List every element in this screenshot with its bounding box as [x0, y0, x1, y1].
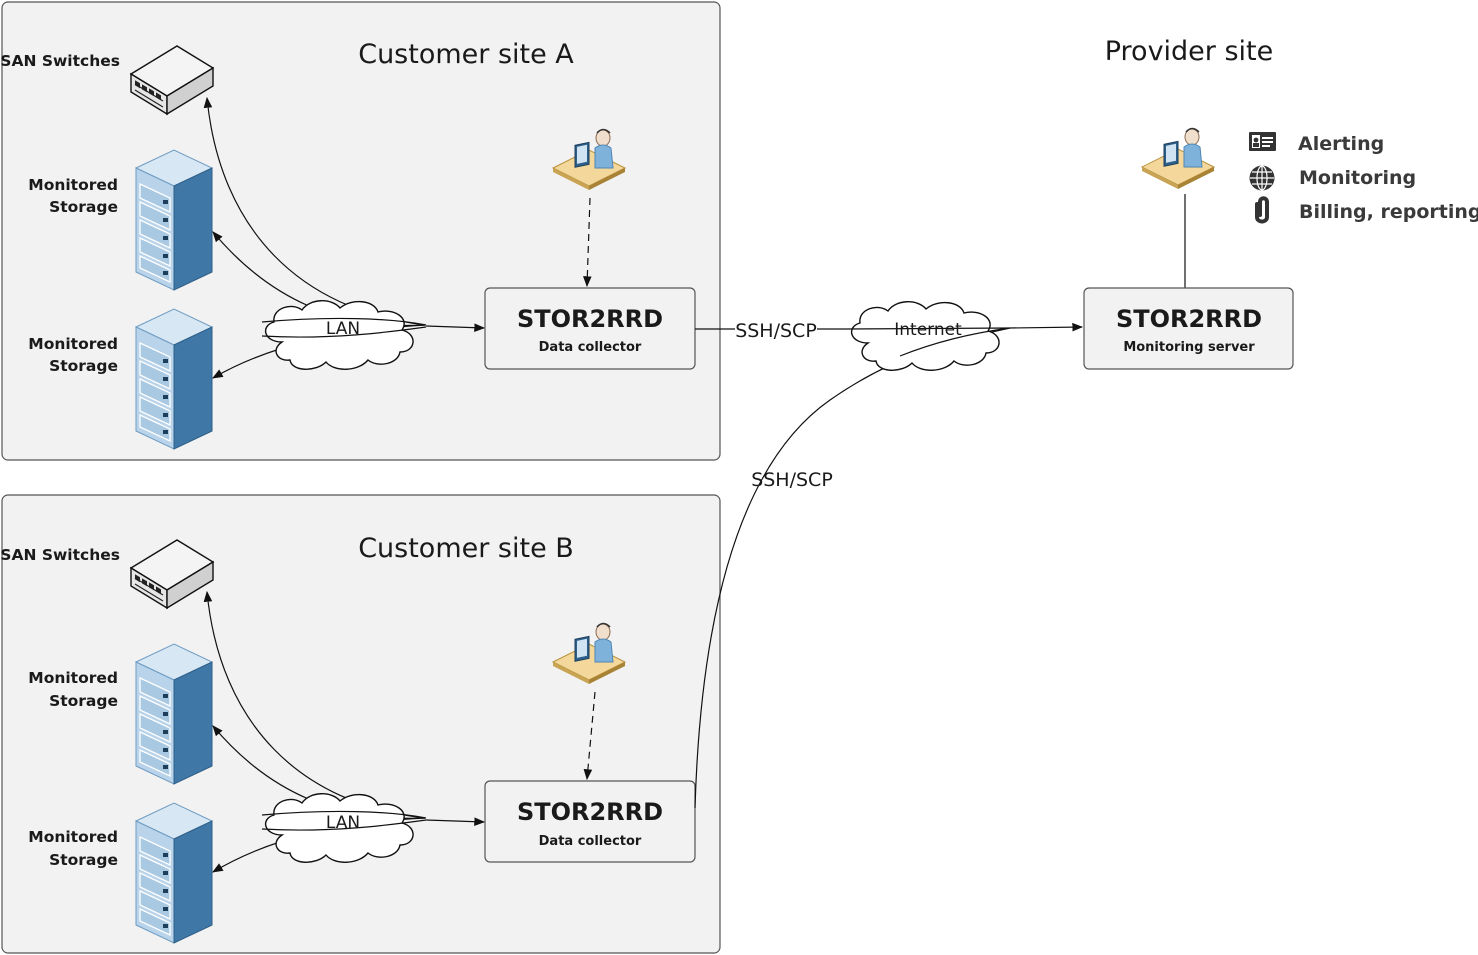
site-b-storage-1-label-2: Storage [49, 692, 118, 710]
customer-site-a: Customer site A SAN Switches Monitored S… [0, 1, 721, 461]
customer-site-b: Customer site B SAN Switches Monitored S… [0, 494, 721, 954]
site-b-link-collector [425, 817, 486, 826]
provider-site: Provider site STOR2RRD Monitoring server… [1083, 36, 1478, 370]
site-a-storage-2-icon [135, 308, 213, 450]
site-a-storage-2-label-1: Monitored [28, 335, 118, 353]
site-b-san-label: SAN Switches [0, 546, 120, 564]
monitoring-server-title: STOR2RRD [1116, 305, 1262, 333]
provider-title: Provider site [1105, 36, 1274, 67]
site-b-collector-box [484, 780, 696, 863]
monitoring-server-subtitle: Monitoring server [1123, 340, 1255, 355]
site-a-storage-2-label-2: Storage [49, 357, 118, 375]
site-a-panel [1, 1, 721, 461]
contact-card-icon [1249, 132, 1276, 151]
legend-monitoring: Monitoring [1299, 167, 1416, 189]
globe-icon [1249, 165, 1275, 191]
site-b-lan-label: LAN [326, 813, 360, 833]
site-a-link-collector [425, 323, 486, 332]
legend-billing-reporting: Billing, reporting [1299, 201, 1478, 223]
site-b-storage-2-label-1: Monitored [28, 828, 118, 846]
site-a-operator-link [583, 197, 592, 288]
site-a-collector-title: STOR2RRD [517, 305, 663, 333]
site-a-lan-label: LAN [326, 319, 360, 339]
site-b-collector-subtitle: Data collector [539, 834, 642, 849]
site-b-storage-2-label-2: Storage [49, 851, 118, 869]
site-b-storage-2-icon [135, 802, 213, 944]
legend-alerting: Alerting [1298, 133, 1384, 155]
ssh-label-b: SSH/SCP [751, 469, 833, 491]
site-b-lan-lines [261, 810, 427, 831]
site-a-title: Customer site A [358, 39, 574, 70]
internet-label: Internet [894, 320, 962, 340]
site-b-storage-1-label-1: Monitored [28, 669, 118, 687]
monitoring-server-box [1083, 287, 1294, 370]
ssh-link-b [694, 327, 1011, 809]
site-a-san-label: SAN Switches [0, 52, 120, 70]
site-b-title: Customer site B [358, 533, 574, 564]
ssh-label-a: SSH/SCP [735, 320, 817, 342]
site-a-collector-subtitle: Data collector [539, 340, 642, 355]
site-a-storage-1-label-1: Monitored [28, 176, 118, 194]
paperclip-icon [1255, 196, 1269, 224]
site-b-collector-title: STOR2RRD [517, 798, 663, 826]
site-a-lan-lines [261, 317, 427, 338]
internet-connections: SSH/SCP SSH/SCP Internet [694, 301, 1084, 809]
site-a-storage-1-icon [135, 149, 213, 291]
site-a-storage-1-label-2: Storage [49, 198, 118, 216]
internet-to-server-link [1009, 322, 1084, 332]
provider-operator-icon [1141, 127, 1215, 190]
site-b-operator-link [583, 691, 596, 781]
internet-cloud-lines [845, 327, 1011, 357]
site-b-storage-1-icon [135, 643, 213, 785]
